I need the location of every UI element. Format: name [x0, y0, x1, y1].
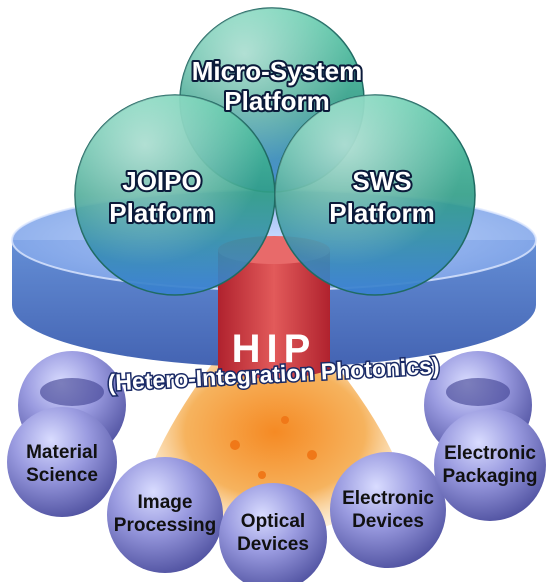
field-label-line2: Processing [114, 515, 216, 536]
field-label-line1: Image [138, 492, 193, 513]
platform-label-line1: JOIPO [122, 166, 201, 196]
platform-label-line2: Platform [109, 198, 214, 228]
field-spheres [7, 407, 546, 582]
platform-label-line2: Platform [329, 198, 434, 228]
hip-title: HIP [232, 327, 317, 371]
field-sphere-material-science [7, 407, 117, 517]
field-sphere-image-processing [107, 457, 223, 573]
field-label-line2: Packaging [442, 466, 537, 487]
field-label-line1: Electronic [444, 443, 536, 464]
platform-label-line1: Micro-System [192, 56, 363, 86]
field-label-line2: Science [26, 465, 98, 486]
field-label-line1: Optical [241, 511, 305, 532]
field-sphere-electronic-packaging [434, 409, 546, 521]
platform-labels: Micro-System Platform JOIPO Platform SWS… [107, 54, 436, 230]
field-sphere-optical-devices [219, 483, 327, 582]
field-label-line1: Electronic [342, 488, 434, 509]
platform-label-line1: SWS [352, 166, 411, 196]
field-labels: Material Science Image Processing Optica… [26, 442, 537, 555]
field-label-line2: Devices [237, 534, 309, 555]
field-label-line2: Devices [352, 511, 424, 532]
field-sphere-electronic-devices [330, 452, 446, 568]
field-label-line1: Material [26, 442, 98, 463]
platform-spheres [74, 7, 476, 296]
platform-label-line2: Platform [224, 86, 329, 116]
